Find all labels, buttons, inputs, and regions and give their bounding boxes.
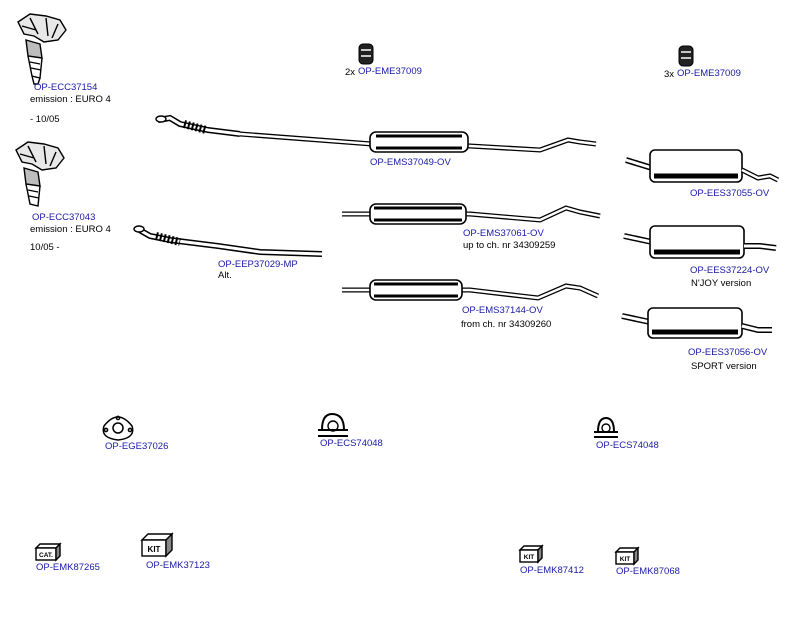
kit-box-right-icon[interactable]: KIT — [614, 546, 640, 566]
part-link-eme-right[interactable]: OP-EME37009 — [677, 68, 741, 79]
kit-cat-text: CAT. — [39, 552, 53, 559]
date-note-1: - 10/05 — [30, 114, 60, 125]
part-link-ecs-left[interactable]: OP-ECS74048 — [320, 438, 383, 449]
kit-box-large-icon[interactable]: KIT — [140, 532, 174, 558]
part-link-ecc37043[interactable]: OP-ECC37043 — [32, 212, 96, 223]
part-link-emk87265[interactable]: OP-EMK87265 — [36, 562, 100, 573]
rubber-mount-right-icon[interactable] — [678, 45, 694, 67]
rear-silencer-ees37224[interactable] — [623, 225, 777, 259]
part-link-eep37029[interactable]: OP-EEP37029-MP — [218, 259, 298, 270]
part-link-ems37144[interactable]: OP-EMS37144-OV — [462, 305, 543, 316]
part-link-ege37026[interactable]: OP-EGE37026 — [105, 441, 169, 452]
centre-silencer-ems37144[interactable] — [342, 279, 600, 301]
from-note: from ch. nr 34309260 — [461, 319, 552, 330]
emission-note-1: emission : EURO 4 — [30, 94, 111, 105]
kit-box-mid-icon[interactable]: KIT — [518, 544, 544, 564]
qty-right: 3x — [664, 69, 675, 80]
part-link-ecc37154[interactable]: OP-ECC37154 — [34, 82, 98, 93]
part-link-ees37056[interactable]: OP-EES37056-OV — [688, 347, 768, 358]
part-link-eme-left[interactable]: OP-EME37009 — [358, 66, 422, 77]
clamp-left-icon[interactable] — [318, 412, 348, 437]
kit-large-text: KIT — [148, 545, 161, 554]
rubber-mount-left-icon[interactable] — [358, 43, 374, 65]
njoy-note: N'JOY version — [691, 278, 752, 289]
gasket-icon[interactable] — [102, 415, 134, 441]
part-link-emk87412[interactable]: OP-EMK87412 — [520, 565, 584, 576]
kit-box-cat-icon[interactable]: CAT. — [34, 542, 62, 562]
part-link-ecs-right[interactable]: OP-ECS74048 — [596, 440, 659, 451]
front-pipe-eep37029[interactable] — [133, 225, 323, 257]
catalytic-manifold-ecc37154[interactable] — [17, 13, 67, 85]
part-link-emk37123[interactable]: OP-EMK37123 — [146, 560, 210, 571]
kit-mid-text: KIT — [524, 554, 535, 561]
centre-silencer-ems37049[interactable] — [239, 131, 597, 153]
clamp-right-icon[interactable] — [594, 416, 618, 438]
emission-note-2: emission : EURO 4 — [30, 224, 111, 235]
rear-silencer-ees37056[interactable] — [621, 307, 772, 339]
part-link-ems37061[interactable]: OP-EMS37061-OV — [463, 228, 544, 239]
sport-note: SPORT version — [691, 361, 757, 372]
date-note-2: 10/05 - — [30, 242, 60, 253]
part-link-emk87068[interactable]: OP-EMK87068 — [616, 566, 680, 577]
alt-note: Alt. — [218, 270, 232, 281]
catalytic-manifold-ecc37043[interactable] — [15, 141, 65, 207]
part-link-ees37055[interactable]: OP-EES37055-OV — [690, 188, 770, 199]
part-link-ees37224[interactable]: OP-EES37224-OV — [690, 265, 770, 276]
up-to-note: up to ch. nr 34309259 — [463, 240, 556, 251]
part-link-ems37049[interactable]: OP-EMS37049-OV — [370, 157, 451, 168]
kit-right-text: KIT — [620, 556, 631, 563]
front-pipe-upper[interactable] — [155, 114, 241, 137]
centre-silencer-ems37061[interactable] — [342, 203, 601, 225]
rear-silencer-ees37055[interactable] — [625, 149, 780, 183]
qty-left: 2x — [345, 67, 356, 78]
